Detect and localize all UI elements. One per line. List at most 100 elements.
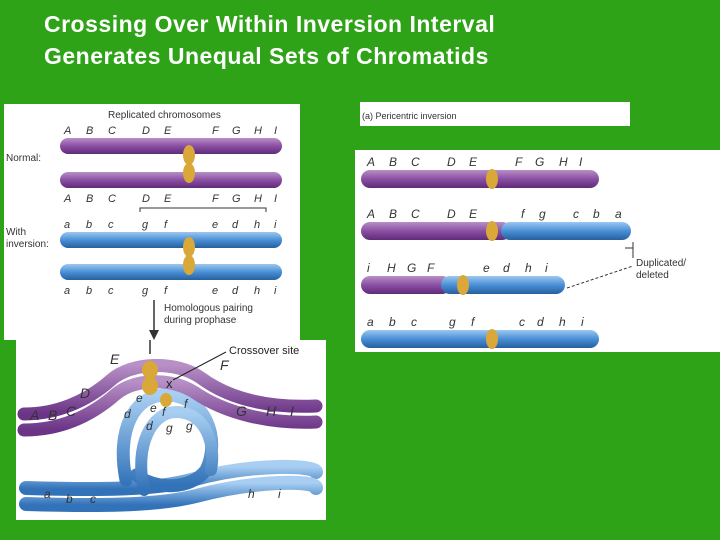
centromere xyxy=(183,163,195,183)
gene-label: F xyxy=(212,125,220,137)
gene-label: c xyxy=(411,315,417,329)
centromere xyxy=(183,145,195,165)
gene-label: B xyxy=(389,155,397,169)
gene-label: f xyxy=(164,285,168,297)
gene-label: G xyxy=(407,261,416,275)
row-3-chromatid-purple xyxy=(361,276,451,294)
inversion-chromatid-1 xyxy=(60,232,282,248)
gene-label: A xyxy=(366,155,375,169)
gene-label: h xyxy=(559,315,566,329)
gene-label: a xyxy=(367,315,374,329)
replicated-header: Replicated chromosomes xyxy=(108,110,221,121)
gene-label: D xyxy=(447,207,456,221)
gene-label: H xyxy=(266,403,277,419)
gene-label: d xyxy=(124,407,131,421)
pairing-arrowhead xyxy=(149,330,159,340)
centromere xyxy=(486,169,498,189)
centromere xyxy=(457,275,469,295)
dup-pointer-2 xyxy=(566,265,634,289)
gene-label: c xyxy=(108,219,114,231)
gene-label: d xyxy=(537,315,544,329)
dup-label-1: Duplicated/ xyxy=(636,258,686,269)
purple-chromatid-arch-2 xyxy=(17,375,323,437)
gene-label: e xyxy=(483,261,490,275)
gene-label: g xyxy=(449,315,456,329)
gene-label: A xyxy=(29,407,39,423)
gene-label: A xyxy=(63,125,71,137)
gene-label: E xyxy=(164,125,172,137)
centromere xyxy=(486,329,498,349)
pericentric-header-figure: (a) Pericentric inversion xyxy=(362,111,457,121)
gene-label: E xyxy=(164,193,172,205)
gene-label: e xyxy=(150,401,157,415)
gene-label: c xyxy=(90,492,96,506)
gene-label: h xyxy=(254,219,260,231)
dup-label-2: deleted xyxy=(636,270,669,281)
normal-chromatid-2 xyxy=(60,172,282,188)
gene-label: d xyxy=(503,261,510,275)
gene-label: d xyxy=(146,419,153,433)
gene-label: C xyxy=(108,193,116,205)
gene-label: D xyxy=(447,155,456,169)
normal-label: Normal: xyxy=(6,153,41,164)
gene-label: I xyxy=(274,125,277,137)
replicated-chromosomes-panel: Replicated chromosomes Normal: With inve… xyxy=(4,104,300,340)
gene-label: f xyxy=(162,405,167,419)
row-2-chromatid-purple xyxy=(361,222,511,240)
gene-label: G xyxy=(535,155,544,169)
gene-label: g xyxy=(166,421,173,435)
row-2-chromatid-blue xyxy=(501,222,631,240)
title-line-2: Generates Unequal Sets of Chromatids xyxy=(44,43,489,69)
gene-label: h xyxy=(254,285,260,297)
gene-label: f xyxy=(164,219,168,231)
gene-label: g xyxy=(539,207,546,221)
gene-label: g xyxy=(142,285,149,297)
gene-label: h xyxy=(248,487,255,501)
gene-label: i xyxy=(581,315,584,329)
normal-chromatid-1 xyxy=(60,138,282,154)
gene-label: D xyxy=(80,385,90,401)
gene-label: C xyxy=(108,125,116,137)
row-4-chromatid xyxy=(361,330,599,348)
row-3-chromatid-blue xyxy=(441,276,565,294)
gene-label: H xyxy=(387,261,396,275)
gene-label: a xyxy=(64,219,70,231)
gene-label: D xyxy=(142,193,150,205)
gene-label: a xyxy=(44,487,51,501)
gene-label: c xyxy=(573,207,579,221)
inversion-label-2: inversion: xyxy=(6,239,49,250)
gene-label: b xyxy=(593,207,600,221)
gene-label: F xyxy=(212,193,220,205)
centromere xyxy=(486,221,498,241)
gene-label: G xyxy=(236,403,247,419)
pairing-label-2: during prophase xyxy=(164,315,237,326)
centromere xyxy=(142,361,158,379)
centromere xyxy=(183,255,195,275)
gene-label: H xyxy=(254,193,262,205)
gene-label: B xyxy=(86,193,93,205)
title-line-1: Crossing Over Within Inversion Interval xyxy=(44,11,496,37)
centromere xyxy=(183,237,195,257)
gene-label: G xyxy=(232,193,241,205)
gene-label: b xyxy=(389,315,396,329)
gene-label: c xyxy=(108,285,114,297)
gene-label: A xyxy=(63,193,71,205)
dup-pointer-1 xyxy=(625,242,634,249)
gene-label: F xyxy=(515,155,523,169)
inversion-chromatid-2 xyxy=(60,264,282,280)
blue-loop-1 xyxy=(116,388,219,493)
gene-label: H xyxy=(559,155,568,169)
gene-label: b xyxy=(86,219,92,231)
inversion-label-1: With xyxy=(6,227,26,238)
crossover-pointer xyxy=(172,351,227,381)
gene-label: E xyxy=(469,155,478,169)
gene-label: A xyxy=(366,207,375,221)
